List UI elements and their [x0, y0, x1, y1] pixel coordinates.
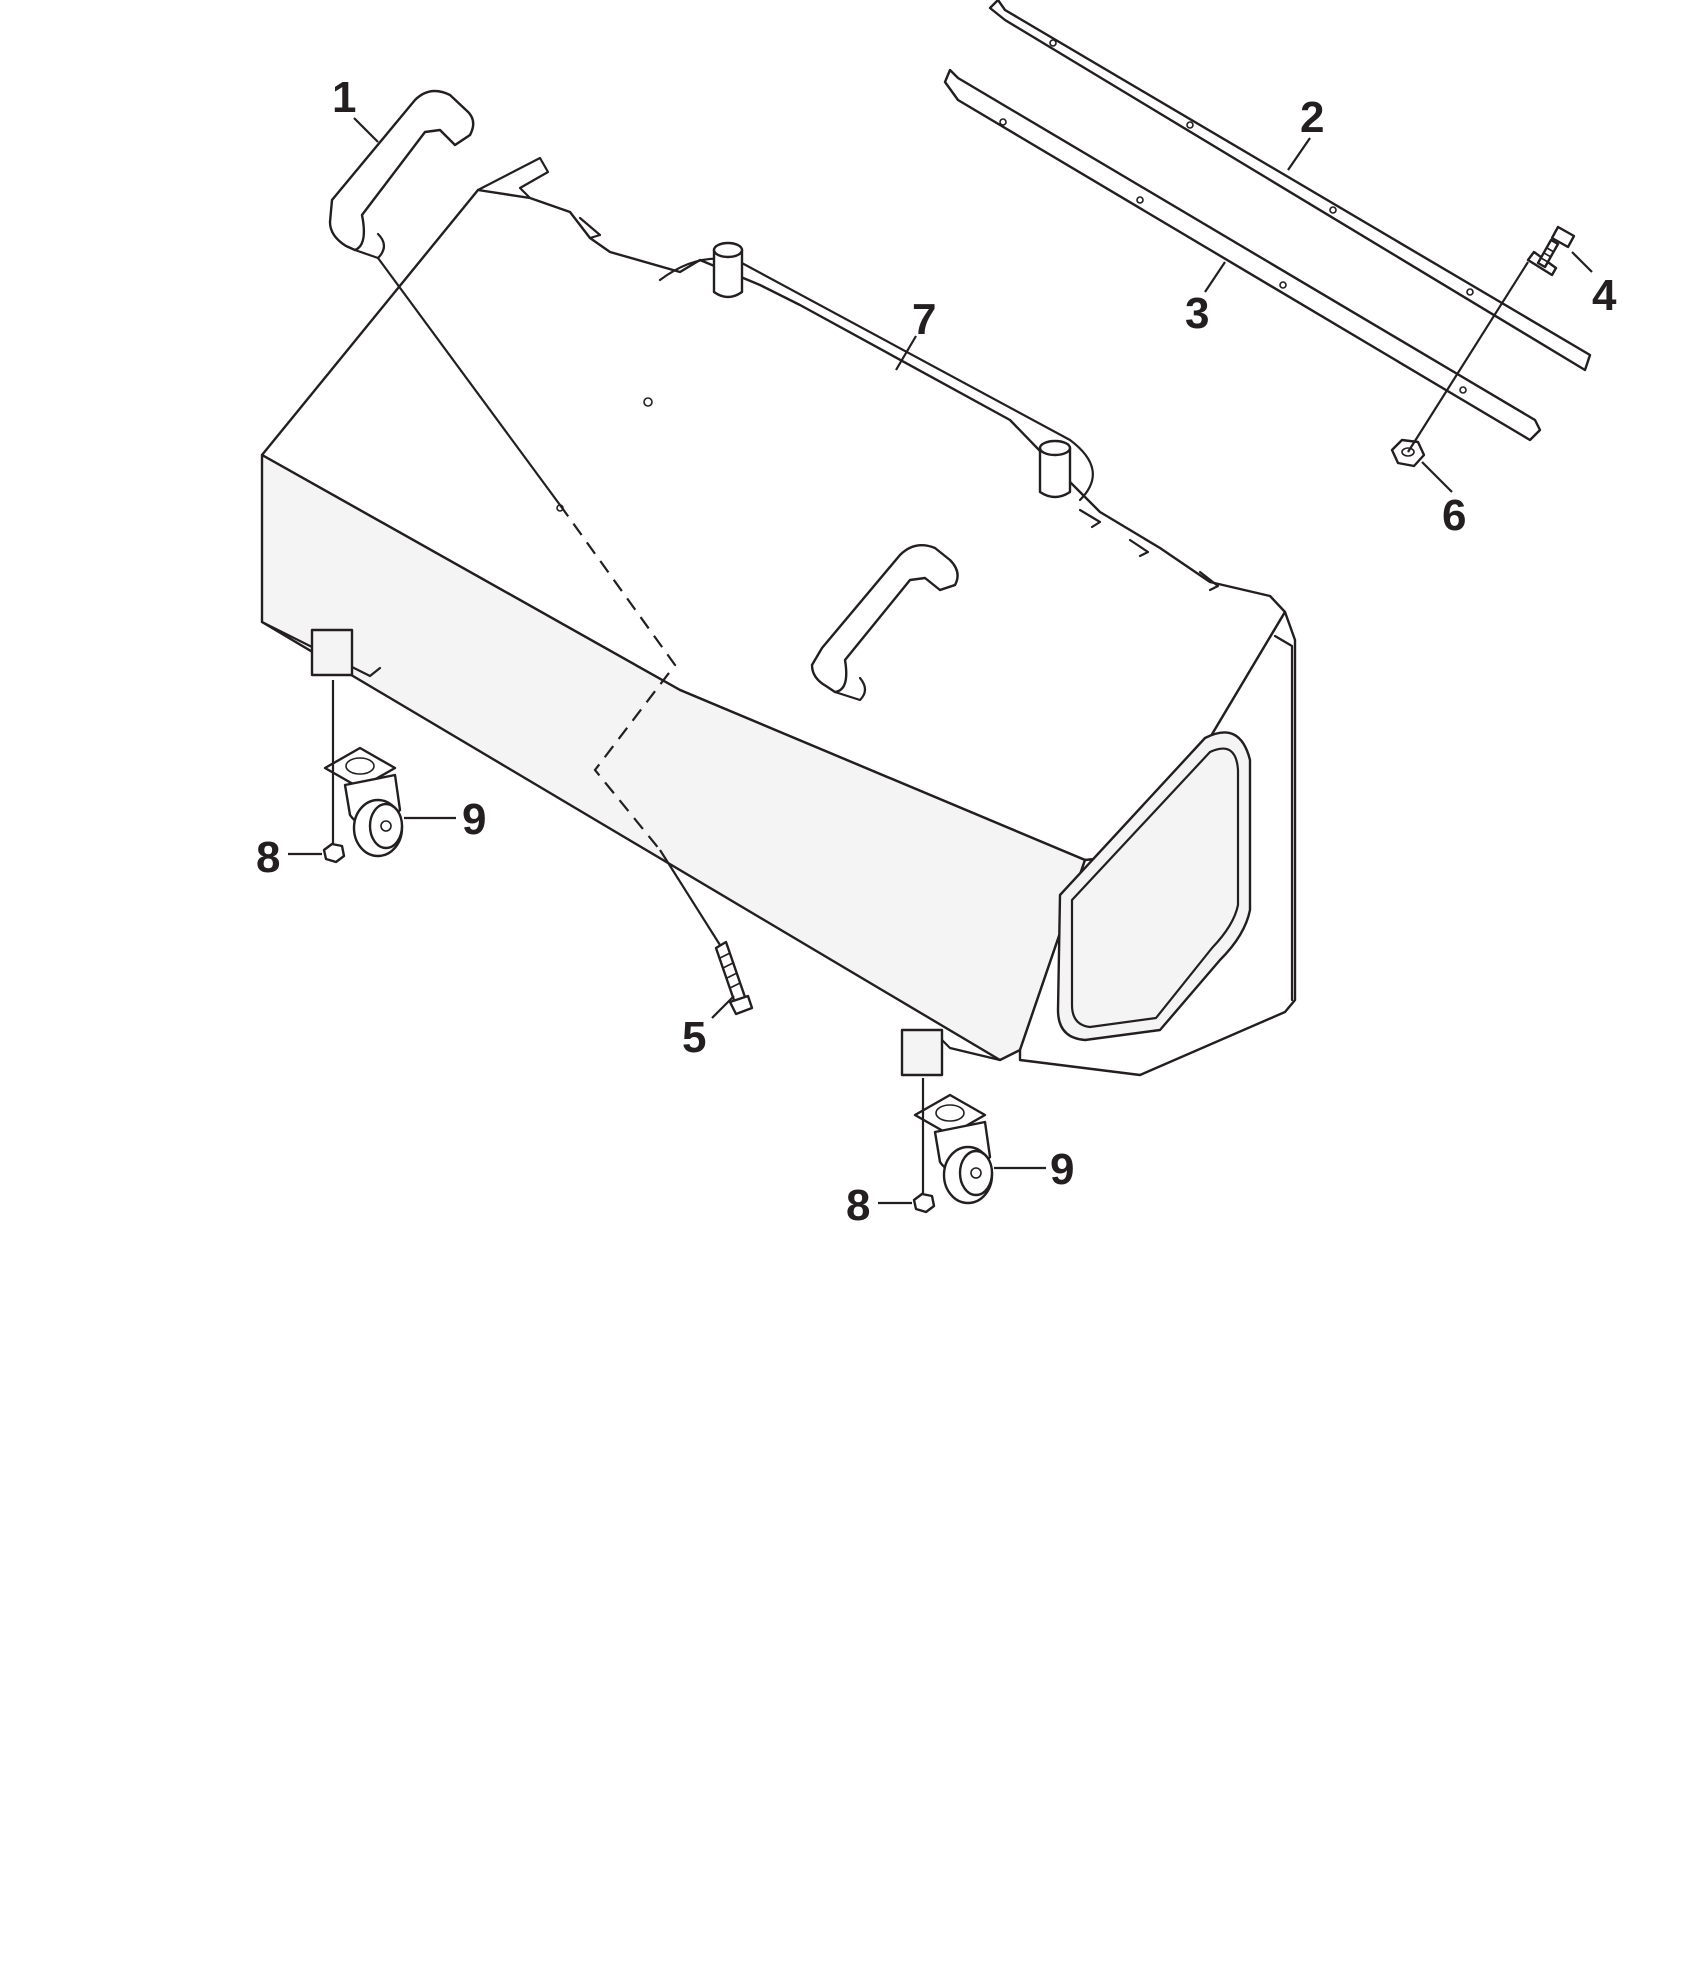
- nut-8-right: [912, 1192, 936, 1214]
- assembly-line-handle: [377, 257, 561, 506]
- hopper-end-window-inner: [1070, 747, 1240, 1029]
- callout-1: 1: [332, 73, 356, 122]
- callout-8-left: 8: [256, 833, 280, 882]
- callout-8-right: 8: [846, 1181, 870, 1230]
- assembly-line-handle-bolt: [659, 849, 721, 946]
- bolt-4: [1526, 225, 1576, 277]
- hopper-bottom-edge: [260, 620, 1002, 1062]
- hopper-rear-lip: [476, 156, 550, 200]
- hopper-rear-tab: [1078, 508, 1102, 529]
- scraper-strip-2: [988, 0, 1592, 372]
- assembly-line-handle-hidden: [559, 504, 677, 851]
- hopper-pivot-post: [1038, 439, 1072, 499]
- nut-8-left: [322, 842, 346, 864]
- caster-right: [913, 1093, 994, 1205]
- hopper-corner-pad: [310, 628, 354, 677]
- bolt-5: [714, 940, 754, 1016]
- hopper-pivot-post: [712, 241, 744, 299]
- hopper-top-ridge: [658, 257, 1094, 502]
- callout-9-right: 9: [1050, 1145, 1074, 1194]
- hopper-rear-tab: [578, 216, 602, 240]
- callout-3: 3: [1185, 289, 1209, 338]
- callout-6: 6: [1442, 491, 1466, 540]
- hopper-corner-pad: [900, 1028, 944, 1077]
- loose-handle: [328, 89, 475, 260]
- assembly-line-strip-bolt: [1407, 261, 1529, 453]
- leader-7: [895, 335, 917, 371]
- callout-2: 2: [1300, 93, 1324, 142]
- leader-3: [1204, 261, 1226, 293]
- callout-5: 5: [682, 1013, 706, 1062]
- leader-5: [711, 995, 735, 1019]
- hopper-end-flange: [1273, 634, 1294, 1002]
- hopper-rear-tab: [1128, 538, 1150, 558]
- callout-4: 4: [1592, 271, 1617, 320]
- leader-6: [1421, 461, 1453, 493]
- leader-1: [353, 117, 379, 143]
- leader-4: [1571, 251, 1593, 273]
- hopper-mounted-handle: [810, 544, 959, 702]
- leader-2: [1287, 137, 1311, 171]
- caster-left: [323, 746, 404, 858]
- callout-7: 7: [912, 295, 936, 344]
- hopper-rear-tab: [1198, 570, 1220, 592]
- hopper-top-hole: [643, 397, 653, 407]
- hopper-end-window: [1056, 731, 1252, 1042]
- hopper-body: [260, 156, 1297, 1077]
- callout-9-left: 9: [462, 795, 486, 844]
- nut-6: [1390, 438, 1426, 468]
- scraper-strip-3: [943, 68, 1542, 442]
